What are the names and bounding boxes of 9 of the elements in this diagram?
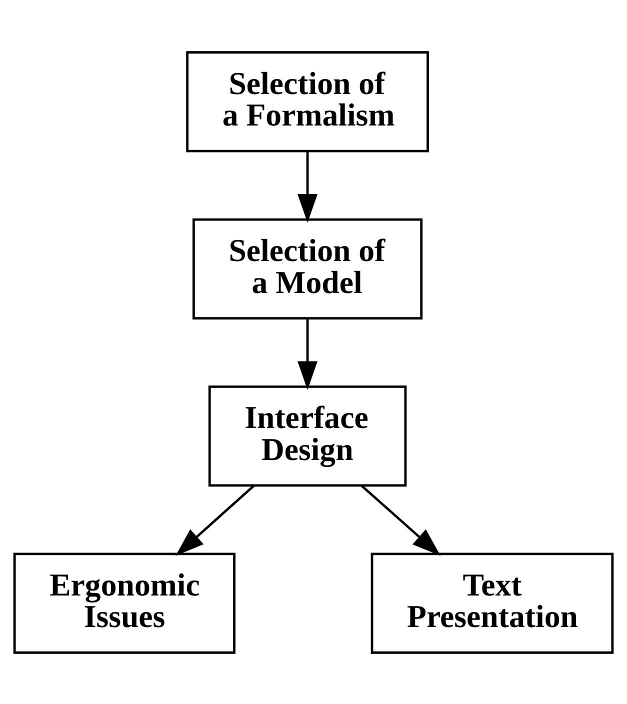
arrow — [297, 318, 318, 390]
arrow — [297, 150, 318, 222]
node-box: Selection of a Formalism — [186, 50, 429, 152]
node-box: Text Presentation — [370, 552, 614, 654]
arrow — [360, 484, 441, 556]
arrow — [176, 484, 255, 556]
node-box: Ergonomic Issues — [13, 552, 236, 654]
node-box: Selection of a Model — [192, 218, 423, 319]
node-box: Interface Design — [208, 385, 407, 486]
